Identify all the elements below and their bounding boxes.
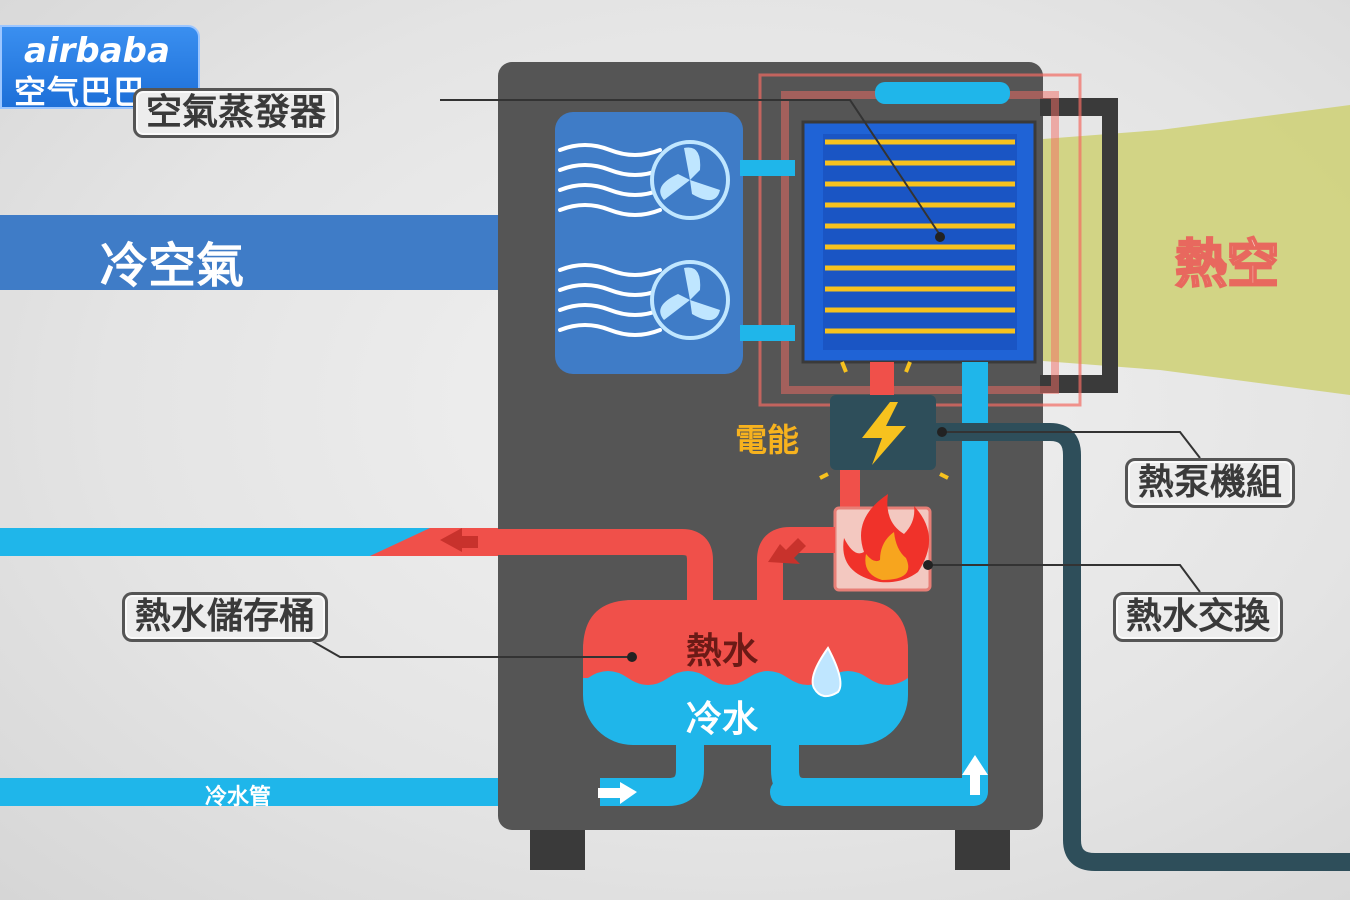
right-arrow-icon (598, 782, 637, 804)
label-heat-pump-unit: 熱泵機組 (1125, 458, 1296, 508)
fan-icon (650, 260, 730, 340)
label-hot-water-tank: 熱水儲存桶 (122, 592, 329, 642)
brand-subtitle: 空气巴巴 (14, 73, 147, 111)
tank-inlet (600, 745, 704, 806)
label-cold-water-pipe: 冷水管 (205, 785, 272, 810)
label-air-evaporator: 空氣蒸發器 (133, 88, 340, 138)
label-cold-air: 冷空氣 (100, 238, 245, 294)
label-electric-energy: 電能 (735, 421, 800, 459)
flame-icon (843, 494, 930, 583)
label-cold-water: 冷水 (686, 699, 759, 740)
up-arrow-icon (962, 755, 988, 795)
leader-dot (627, 652, 637, 662)
hot-water-outlet-left (0, 528, 440, 556)
air-flow-lines (558, 143, 662, 337)
leader-dot (923, 560, 933, 570)
hot-refrigerant-pipe-lower (840, 470, 860, 515)
label-hot-water-exchange: 熱水交換 (1113, 592, 1284, 642)
label-hot-water: 熱水 (686, 631, 759, 672)
brand-name: airbaba (24, 31, 170, 71)
cold-air-band (0, 215, 560, 290)
fan-icon (650, 140, 730, 220)
left-arrow-icon (440, 528, 478, 552)
evaporator-side-pipe (740, 160, 795, 176)
down-left-arrow-icon (768, 538, 806, 564)
hot-water-out (440, 529, 713, 610)
heat-pump-return-pipe (936, 423, 1350, 871)
cabinet-feet-right (955, 825, 1010, 870)
label-hot-air: 熱空 (1174, 234, 1280, 296)
bracket-side (1102, 98, 1118, 393)
evaporator-feed-pipe (875, 82, 1010, 104)
evaporator-side-pipe2 (740, 325, 795, 341)
tank-outlet (771, 745, 806, 806)
leader-lines (304, 99, 1201, 658)
lightning-bolt-icon (862, 402, 906, 465)
leader-dot (935, 232, 945, 242)
brand-logo: airbaba 空气巴巴 (0, 25, 200, 111)
cold-return-pipe-lower (770, 778, 988, 806)
cabinet-feet-left (530, 825, 585, 870)
water-drop-icon (811, 646, 842, 698)
leader-dot (937, 427, 947, 437)
